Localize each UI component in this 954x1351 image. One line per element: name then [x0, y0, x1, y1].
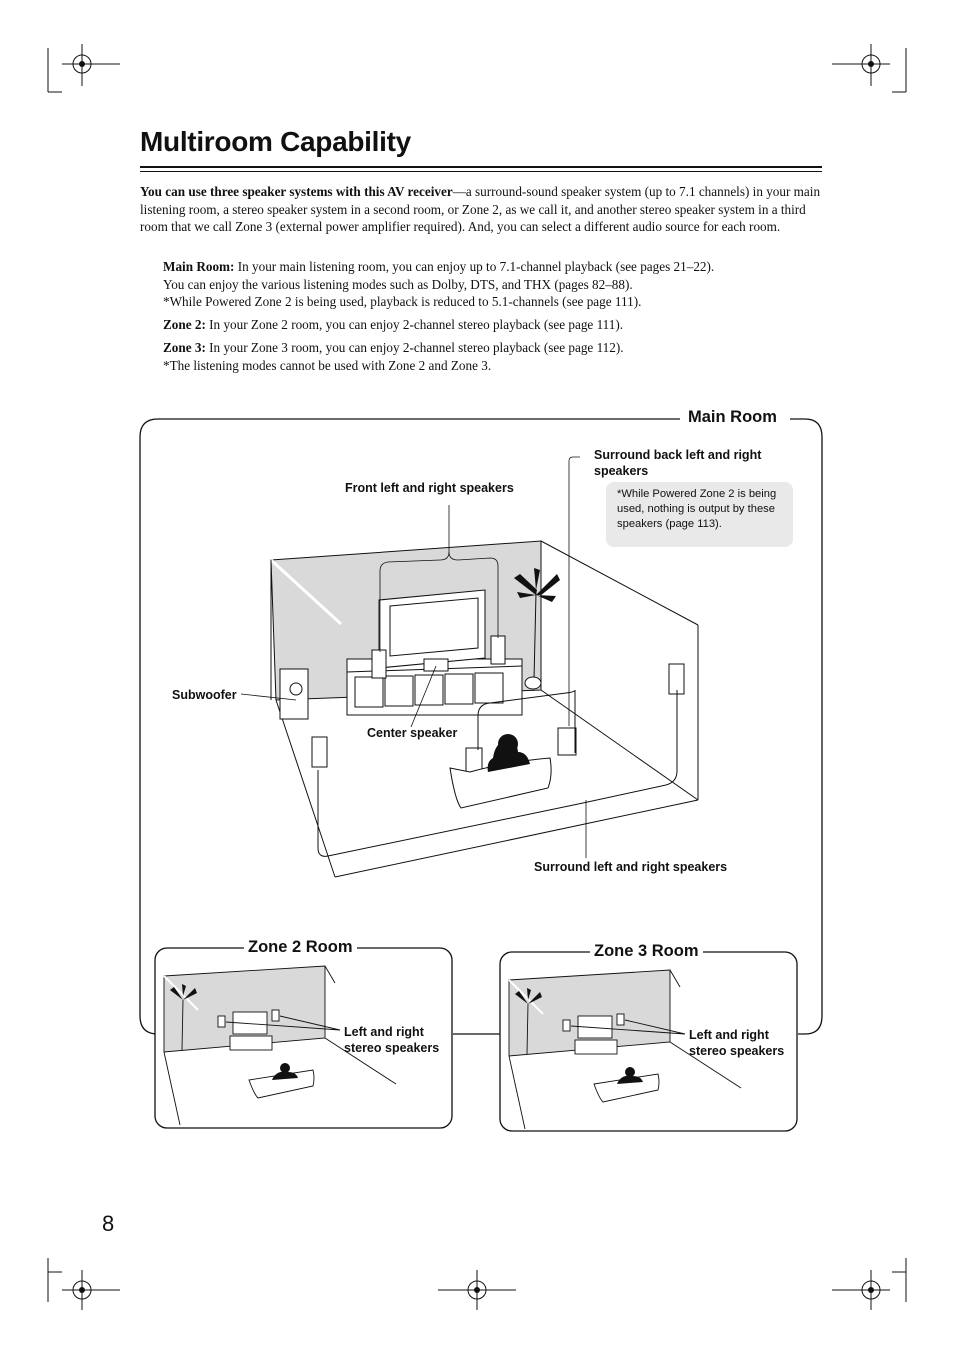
page-number: 8 [102, 1211, 115, 1236]
zone2-stereo-line2: stereo speakers [344, 1041, 440, 1055]
crosshair-dots [79, 61, 874, 1293]
front-speakers-label: Front left and right speakers [345, 481, 514, 495]
note-line3: speakers (page 113). [617, 518, 722, 530]
zone3-stereo-line2: stereo speakers [689, 1044, 785, 1058]
main-room-illustration [269, 540, 699, 878]
zone3-text: In your Zone 3 room, you can enjoy 2-cha… [205, 340, 624, 355]
main-room-silhouettes [487, 568, 560, 772]
zone2-stereo-line1: Left and right [344, 1025, 424, 1039]
surround-back-line1: Surround back left and right [594, 448, 762, 462]
surround-back-line2: speakers [594, 464, 649, 478]
surround-back-label: Surround back left and right speakers [594, 447, 761, 479]
surround-back-note: *While Powered Zone 2 is being used, not… [606, 482, 793, 547]
zone3-room-title: Zone 3 Room [590, 942, 703, 961]
intro-text: —a surround-sound speaker system (up to … [140, 184, 821, 235]
zone3-stereo-label: Left and right stereo speakers [689, 1027, 784, 1059]
main-room-label: Main Room: [163, 259, 235, 274]
surround-speakers-label: Surround left and right speakers [534, 860, 728, 874]
zone2-text: In your Zone 2 room, you can enjoy 2-cha… [205, 317, 624, 332]
zone2-label: Zone 2: [163, 317, 206, 332]
zone3-note: *The listening modes cannot be used with… [163, 357, 492, 373]
intro-paragraph: You can use three speaker systems with t… [140, 183, 824, 236]
subwoofer-label: Subwoofer [172, 688, 237, 702]
zone3-paragraph: Zone 3: In your Zone 3 room, you can enj… [163, 339, 823, 374]
leader-lines [240, 456, 587, 858]
page-title: Multiroom Capability [140, 126, 411, 157]
note-line2: used, nothing is output by these [617, 503, 775, 515]
main-room-frame [139, 418, 823, 1035]
zone3-illustration [508, 969, 742, 1130]
zone2-silhouettes [170, 984, 298, 1080]
zone2-paragraph: Zone 2: In your Zone 2 room, you can enj… [163, 316, 823, 334]
zone3-label: Zone 3: [163, 340, 206, 355]
main-room-title: Main Room [684, 408, 781, 427]
zone3-silhouettes [515, 988, 643, 1084]
zone2-illustration [163, 965, 397, 1126]
title-rule-thin [140, 171, 822, 172]
main-room-paragraph: Main Room: In your main listening room, … [163, 258, 823, 311]
center-speaker-label: Center speaker [367, 726, 458, 740]
note-line1: *While Powered Zone 2 is being [617, 488, 777, 500]
main-room-line3: *While Powered Zone 2 is being used, pla… [163, 294, 642, 310]
main-room-line2: You can enjoy the various listening mode… [163, 276, 633, 292]
zone2-stereo-label: Left and right stereo speakers [344, 1024, 439, 1056]
intro-bold: You can use three speaker systems with t… [140, 184, 453, 199]
zone2-room-title: Zone 2 Room [244, 938, 357, 957]
main-room-line1: In your main listening room, you can enj… [234, 259, 715, 274]
title-rule [140, 166, 822, 168]
zone3-stereo-line1: Left and right [689, 1028, 769, 1042]
